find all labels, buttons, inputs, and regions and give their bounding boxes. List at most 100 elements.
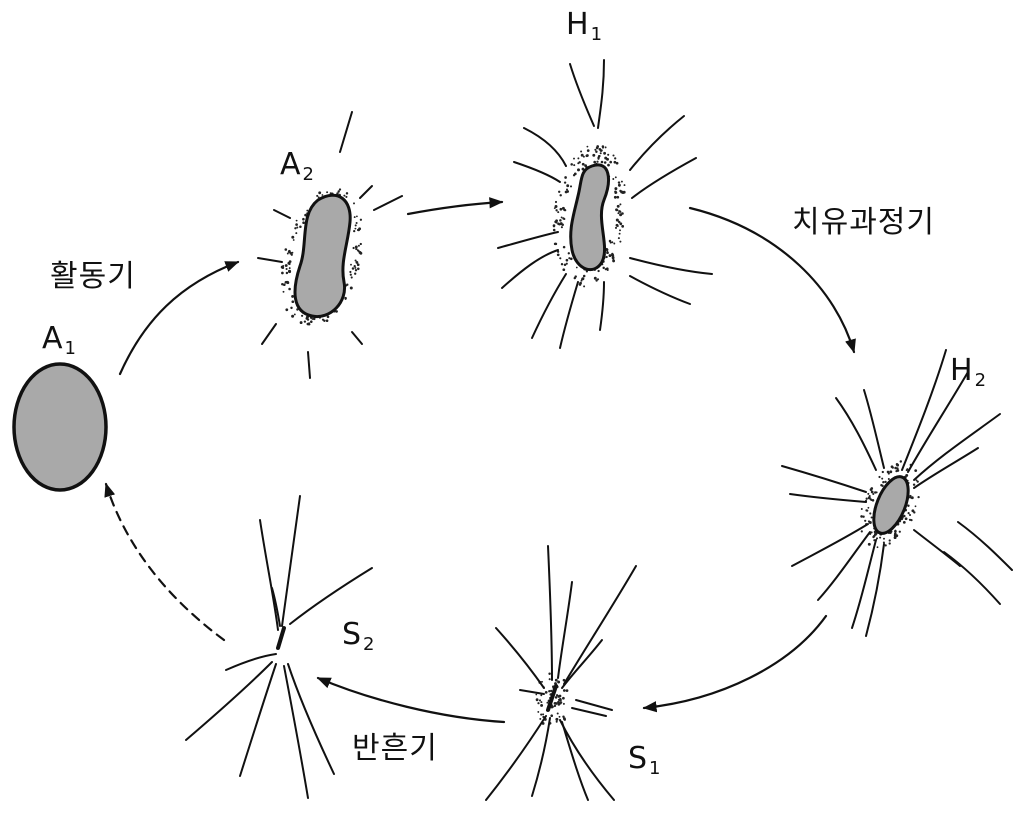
edema-dot (578, 161, 580, 163)
edema-dot (577, 168, 580, 171)
edema-dot (861, 530, 863, 532)
edema-dot (577, 157, 579, 159)
label-h1-subscript: 1 (591, 24, 602, 45)
edema-dot (587, 146, 589, 148)
edema-dot (356, 216, 358, 218)
edema-dot (570, 185, 572, 187)
edema-dot (867, 507, 869, 509)
edema-dot (557, 253, 560, 256)
edema-dot (352, 267, 355, 270)
edema-dot (868, 543, 871, 546)
edema-dot (542, 713, 544, 715)
edema-dot (556, 721, 558, 723)
label-a1-subscript: 1 (65, 338, 76, 359)
edema-dot (326, 319, 329, 322)
edema-dot (882, 471, 884, 473)
edema-dot (557, 712, 559, 714)
edema-dot (295, 223, 298, 226)
s1-fold-line (572, 708, 606, 716)
label-h2-subscript: 2 (975, 370, 986, 391)
edema-dot (585, 154, 588, 157)
edema-dot (553, 229, 556, 232)
edema-dot (860, 515, 863, 518)
edema-dot (561, 224, 564, 227)
edema-dot (289, 252, 292, 255)
edema-dot (559, 695, 562, 698)
edema-dot (562, 697, 565, 700)
edema-dot (896, 467, 899, 470)
h1-fold-line (560, 282, 578, 348)
edema-dot (349, 271, 351, 273)
s1-fold-line (532, 718, 550, 796)
edema-dot (903, 521, 906, 524)
edema-dot (907, 505, 909, 507)
edema-dot (288, 250, 290, 252)
edema-dot (574, 275, 576, 277)
edema-dot (562, 217, 564, 219)
label-h1-letter: H (566, 7, 589, 42)
edema-dot (559, 702, 561, 704)
edema-dot (573, 158, 575, 160)
edema-dot (596, 145, 599, 148)
h1-fold-line (600, 282, 604, 330)
edema-dot (539, 718, 541, 720)
edema-dot (302, 218, 305, 221)
h2-fold-line (958, 522, 1012, 570)
edema-dot (570, 163, 573, 166)
edema-dot (861, 508, 863, 510)
edema-dot (609, 161, 612, 164)
edema-dot (562, 268, 565, 271)
edema-dot (915, 505, 917, 507)
h2-fold-line (914, 530, 960, 566)
edema-dot (917, 480, 919, 482)
edema-dot (596, 161, 598, 163)
label-s1: S1 (628, 744, 661, 778)
label-s1-letter: S (628, 741, 647, 776)
edema-dot (559, 716, 561, 718)
a2-fold-line (360, 186, 372, 198)
edema-dot (877, 546, 879, 548)
edema-dot (290, 307, 292, 309)
edema-dot (871, 491, 873, 493)
edema-dot (555, 201, 557, 203)
arrow-s2-to-a1-recurrence (106, 484, 224, 640)
edema-dot (615, 176, 617, 178)
edema-dot (564, 181, 566, 183)
edema-dot (554, 702, 557, 705)
edema-dot (301, 315, 303, 317)
edema-dot (619, 241, 621, 243)
edema-dot (612, 259, 615, 262)
edema-dot (869, 512, 871, 514)
edema-dot (537, 711, 539, 713)
edema-dot (610, 242, 612, 244)
edema-dot (568, 257, 570, 259)
stage-s1-lesion (486, 546, 636, 800)
h1-fold-line (632, 158, 696, 198)
h2-fold-line (914, 414, 1000, 480)
h1-fold-line (514, 162, 560, 182)
h1-fold-line (524, 128, 566, 166)
edema-dot (326, 191, 328, 193)
edema-dot (561, 226, 563, 228)
edema-dot (870, 488, 873, 491)
edema-dot (281, 272, 284, 275)
edema-dot (582, 163, 585, 166)
edema-dot (557, 211, 559, 213)
s2-fold-line (226, 654, 276, 670)
edema-dot (358, 227, 361, 230)
arrow-a2-to-h1 (408, 202, 502, 214)
edema-dot (899, 531, 901, 533)
edema-dot (865, 509, 867, 511)
edema-dot (619, 233, 621, 235)
edema-dot (286, 272, 288, 274)
a2-fold-line (258, 258, 282, 262)
edema-dot (345, 196, 347, 198)
label-s1-subscript: 1 (649, 758, 660, 779)
a2-fold-line (340, 112, 352, 152)
edema-dot (868, 520, 870, 522)
s1-fold-line (576, 700, 612, 710)
edema-dot (358, 245, 360, 247)
edema-dot (322, 319, 324, 321)
edema-dot (558, 191, 560, 193)
edema-dot (614, 196, 617, 199)
